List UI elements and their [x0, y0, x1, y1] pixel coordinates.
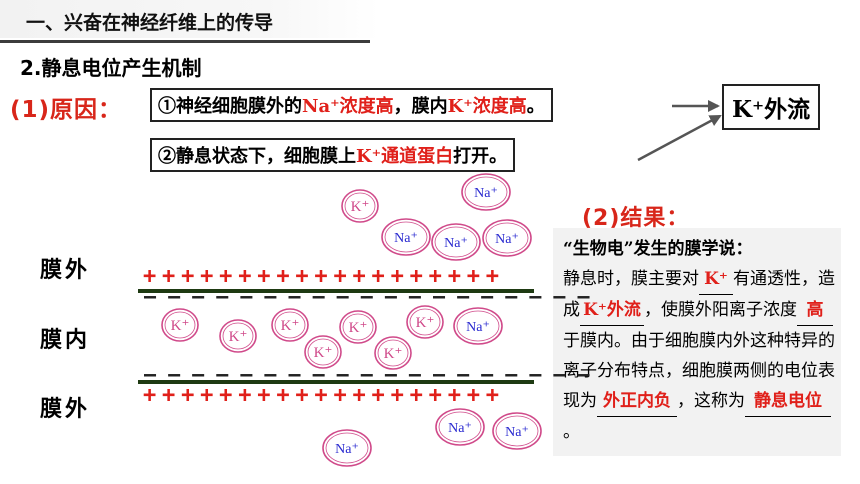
k-ion: K⁺: [374, 336, 412, 370]
na-ion: Na⁺: [381, 218, 431, 256]
label-outside-top: 膜外: [40, 257, 91, 283]
k-ion-label: K⁺: [351, 199, 370, 215]
info-t2: 有通透性，造成: [563, 269, 835, 320]
membrane-top: [138, 289, 534, 293]
k-ion-label: K⁺: [171, 318, 190, 334]
reason-box-2: ②静息状态下，细胞膜上K⁺通道蛋白打开。: [150, 138, 516, 172]
na-ion-label: Na⁺: [505, 425, 529, 440]
reason-2-suffix: 打开。: [453, 146, 508, 167]
page-title: 一、兴奋在神经纤维上的传导: [26, 12, 274, 34]
header-underline: [0, 40, 370, 43]
reason-2-prefix: ②静息状态下，细胞膜上: [158, 146, 356, 167]
plus-charges-top: +++++++++++++++++++: [143, 264, 505, 289]
na-ion-label: Na⁺: [444, 236, 468, 251]
info-title: “生物电”发生的膜学说：: [563, 239, 753, 259]
na-ion: Na⁺: [431, 223, 481, 261]
plus-charges-bottom: +++++++++++++++++++: [143, 383, 505, 408]
reason-1-prefix: ①神经细胞膜外的: [158, 96, 302, 117]
info-t4: 于膜内。由于细胞膜内外这种特异的离子分布特点，细胞膜两侧的电位表现为: [563, 331, 835, 411]
na-ion-label: Na⁺: [474, 186, 498, 201]
k-ion: K⁺: [339, 310, 377, 344]
k-ion: K⁺: [271, 308, 309, 342]
k-ion: K⁺: [219, 319, 257, 353]
reason-1-middle: ，膜内: [393, 96, 448, 117]
info-t6: 。: [563, 422, 580, 442]
blank-outer-positive: 外正内负: [597, 386, 677, 417]
info-panel: [553, 228, 841, 456]
na-ion-label: Na⁺: [448, 421, 472, 436]
k-ion-label: K⁺: [349, 320, 368, 336]
blank-k: K⁺: [699, 264, 733, 295]
k-ion: K⁺: [406, 305, 444, 339]
na-ion-label: Na⁺: [466, 320, 490, 335]
info-t3: ，使膜外阳离子浓度: [644, 300, 797, 320]
k-ion: K⁺: [341, 189, 379, 223]
arrow-2: [637, 114, 722, 162]
label-inside: 膜内: [40, 327, 91, 353]
na-ion: Na⁺: [435, 408, 485, 446]
reason-1-k: K⁺浓度高: [447, 96, 527, 117]
blank-high: 高: [797, 295, 833, 326]
minus-charges-top: ‒ ‒ ‒ ‒ ‒ ‒ ‒ ‒ ‒ ‒ ‒ ‒ ‒ ‒ ‒ ‒ ‒ ‒ ‒: [144, 284, 590, 308]
k-ion-label: K⁺: [384, 346, 403, 362]
info-t5: ，这称为: [677, 391, 745, 411]
membrane-bottom: [138, 380, 534, 384]
reason-box-1: ①神经细胞膜外的Na⁺浓度高，膜内K⁺浓度高。: [150, 88, 553, 122]
k-ion-label: K⁺: [281, 318, 300, 334]
k-ion-label: K⁺: [314, 345, 333, 361]
blank-resting-potential: 静息电位: [745, 386, 831, 417]
na-ion: Na⁺: [492, 412, 542, 450]
reason-1-suffix: 。: [526, 96, 545, 117]
na-ion-label: Na⁺: [394, 231, 418, 246]
label-outside-bottom: 膜外: [40, 396, 91, 422]
info-t1: 静息时，膜主要对: [563, 269, 699, 289]
k-ion-label: K⁺: [229, 329, 248, 345]
na-ion-label: Na⁺: [495, 232, 519, 247]
na-ion: Na⁺: [453, 307, 503, 345]
blank-k-efflux: K⁺外流: [580, 295, 644, 326]
result-label: (2)结果：: [582, 206, 690, 231]
reason-label: (1)原因：: [10, 97, 123, 123]
na-ion-label: Na⁺: [335, 442, 359, 457]
reason-1-na: Na⁺浓度高: [302, 96, 394, 117]
k-efflux-text: K⁺外流: [732, 96, 811, 123]
reason-2-highlight: K⁺通道蛋白: [356, 146, 454, 167]
k-ion: K⁺: [304, 335, 342, 369]
na-ion: Na⁺: [461, 173, 511, 211]
result-box-k-efflux: K⁺外流: [722, 84, 821, 130]
k-ion: K⁺: [161, 308, 199, 342]
k-ion-label: K⁺: [416, 315, 435, 331]
na-ion: Na⁺: [322, 429, 372, 467]
na-ion: Na⁺: [482, 219, 532, 257]
section-subtitle: 2.静息电位产生机制: [20, 56, 202, 80]
header-bar: [0, 0, 380, 38]
